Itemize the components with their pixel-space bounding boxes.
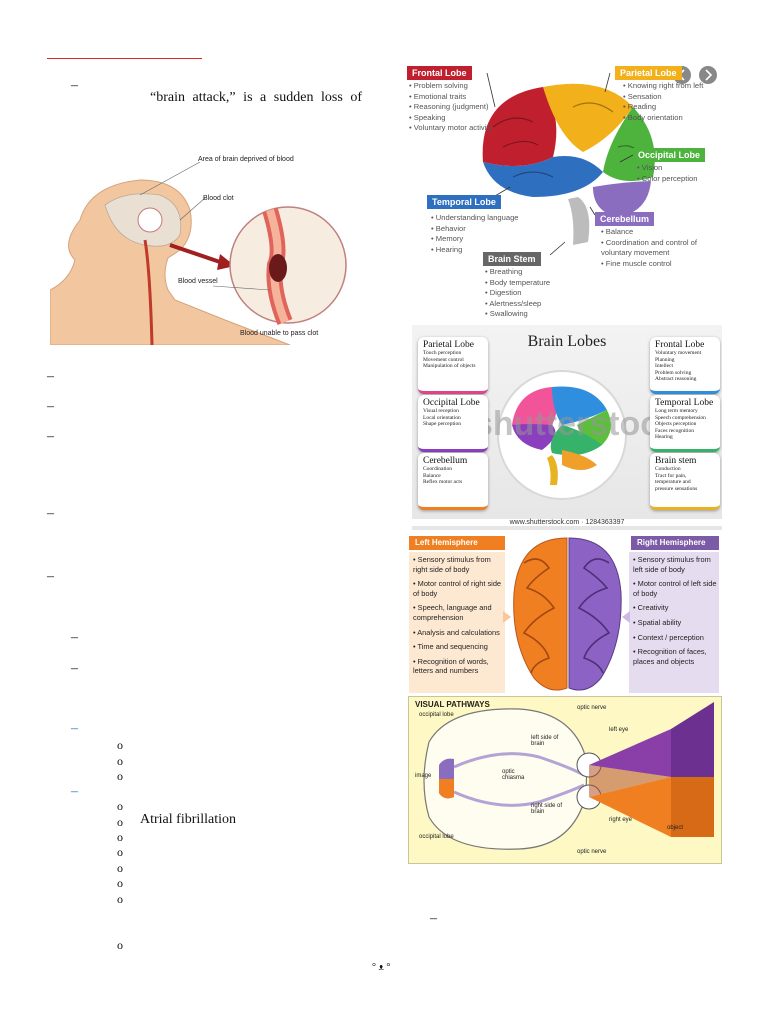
occipital-lobe-list: VisionColor perception [637, 163, 717, 184]
right-brain-label: right side of brain [531, 803, 563, 815]
dash-marker: – [71, 661, 78, 676]
circle-bullet: o [117, 938, 123, 952]
circle-bullet: o [117, 799, 123, 813]
dash-marker: – [47, 399, 54, 414]
shutterstock-watermark: shutterstock [474, 405, 679, 443]
dash-marker: – [47, 569, 54, 584]
shutterstock-credit: www.shutterstock.com · 1284363397 [412, 519, 722, 526]
dash-marker-blue: – [71, 721, 78, 736]
circle-bullet: o [117, 769, 123, 783]
optic-chiasma-label: optic chiasma [502, 769, 525, 781]
right-eye-label: right eye [609, 817, 633, 823]
left-hemisphere-list: Sensory stimulus from right side of body… [413, 555, 503, 681]
circle-bullet: o [117, 892, 123, 906]
dash-marker: – [47, 506, 54, 521]
visual-pathways-figure: VISUAL PATHWAYS occipital lobe occipital… [408, 696, 722, 864]
dash-marker: – [71, 78, 78, 93]
cerebellum-list: BalanceCoordination and control of volun… [601, 227, 717, 269]
dash-marker-blue: – [71, 784, 78, 799]
circle-bullet: o [117, 815, 123, 829]
card-cerebellum: Cerebellum Coordination Balance Reflex m… [418, 453, 488, 510]
stroke-illustration: Area of brain deprived of blood Blood cl… [50, 150, 360, 345]
occipital-lobe-tag: Occipital Lobe [633, 148, 706, 162]
parietal-lobe-tag: Parietal Lobe [615, 66, 682, 80]
cerebellum-tag: Cerebellum [595, 212, 655, 226]
frontal-lobe-list: Problem solvingEmotional traitsReasoning… [409, 81, 499, 134]
temporal-lobe-tag: Temporal Lobe [427, 195, 501, 209]
brain-lobes-chart: Brain Lobes shutterstock Parietal Lobe T… [412, 325, 722, 530]
left-hemisphere-title: Left Hemisphere [409, 536, 505, 550]
circle-bullet: o [117, 738, 123, 752]
card-temporal: Temporal Lobe Long term memory Speech co… [650, 395, 720, 452]
hemispheres-figure: Left Hemisphere Sensory stimulus from ri… [409, 533, 719, 693]
occipital-lobe-top-label: occipital lobe [419, 712, 454, 718]
occipital-lobe-bottom-label: occipital lobe [419, 834, 454, 840]
atrial-fibrillation-text: Atrial fibrillation [140, 812, 237, 827]
right-hemisphere-title: Right Hemisphere [631, 536, 719, 550]
page-footer-mark: ° ᴥ ° [372, 962, 391, 973]
heading-underline [47, 58, 202, 59]
brain-lobes-figure: Frontal Lobe Problem solvingEmotional tr… [405, 57, 722, 325]
left-brain-label: left side of brain [531, 735, 559, 747]
optic-nerve-top-label: optic nerve [577, 705, 607, 711]
brain-lobes-title: Brain Lobes [527, 333, 607, 350]
card-frontal: Frontal Lobe Voluntary movement Planning… [650, 337, 720, 394]
dash-marker: – [47, 429, 54, 444]
circle-bullet: o [117, 876, 123, 890]
frontal-lobe-tag: Frontal Lobe [407, 66, 472, 80]
parietal-lobe-list: Knowing right from leftSensationReadingB… [623, 81, 718, 123]
circle-bullet: o [117, 861, 123, 875]
right-hemisphere-list: Sensory stimulus from left side of bodyM… [633, 555, 717, 671]
temporal-lobe-list: Understanding languageBehaviorMemoryHear… [431, 213, 521, 255]
blood-unable-label: Blood unable to pass clot [240, 330, 319, 337]
blood-clot-label: Blood clot [203, 195, 234, 202]
object-label: object [667, 825, 684, 831]
card-brain-stem: Brain stem Conduction Tract for pain, te… [650, 453, 720, 510]
circle-bullet: o [117, 754, 123, 768]
left-eye-label: left eye [609, 727, 629, 733]
visual-pathways-title: VISUAL PATHWAYS [415, 700, 490, 709]
circle-bullet: o [117, 845, 123, 859]
dash-marker: – [47, 369, 54, 384]
brain-stem-list: BreathingBody temperatureDigestionAlertn… [485, 267, 595, 320]
image-label: image [415, 773, 432, 779]
intro-text: “brain attack,” is a sudden loss of [150, 90, 362, 105]
dash-marker: – [71, 630, 78, 645]
circle-bullet: o [117, 830, 123, 844]
area-deprived-label: Area of brain deprived of blood [198, 156, 294, 163]
blood-vessel-label: Blood vessel [178, 278, 218, 285]
dash-marker: – [430, 911, 437, 926]
optic-nerve-bottom-label: optic nerve [577, 849, 607, 855]
card-occipital: Occipital Lobe Visual reception Local or… [418, 395, 488, 452]
card-parietal: Parietal Lobe Touch perception Movement … [418, 337, 488, 394]
brain-stem-tag: Brain Stem [483, 252, 541, 266]
